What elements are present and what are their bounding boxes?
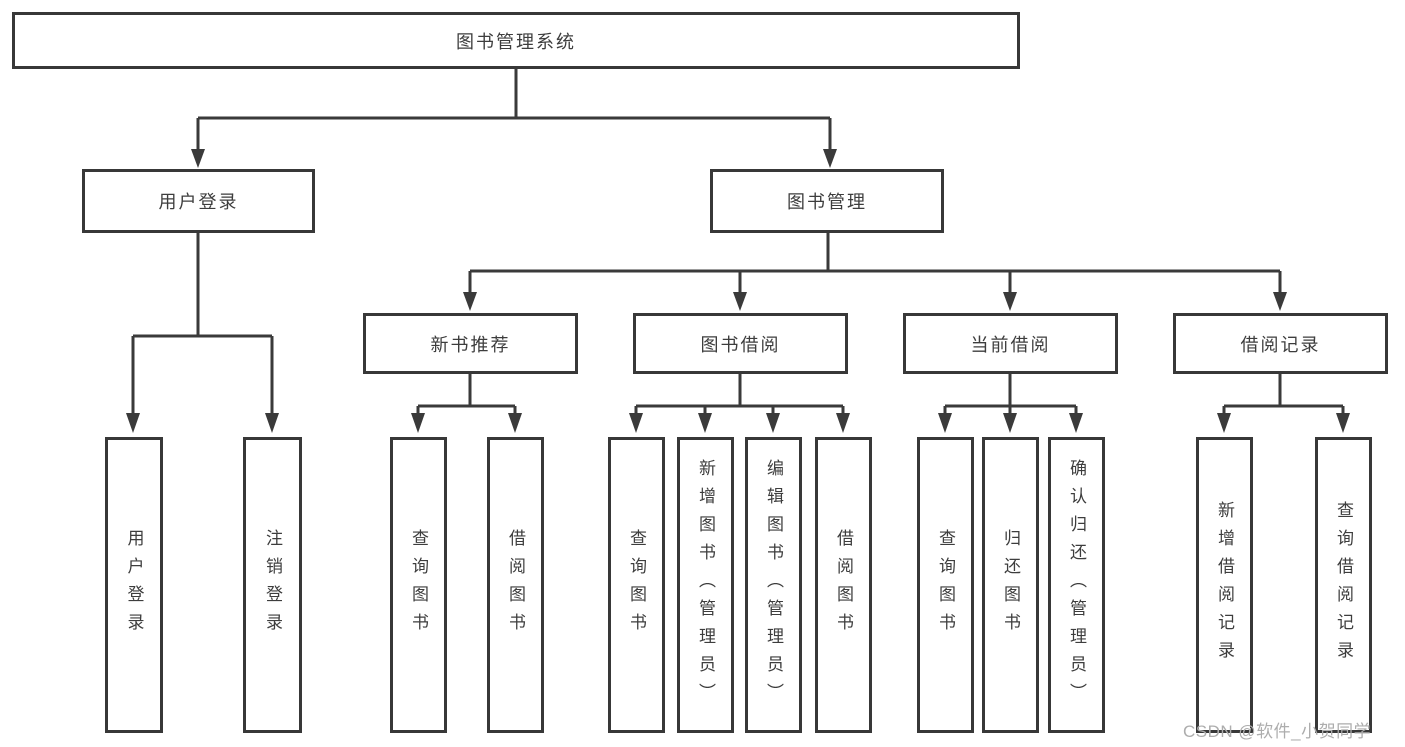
node-new-book-recommend: 新书推荐 (363, 313, 578, 374)
leaf-add-borrow-record: 新增借阅记录 (1196, 437, 1253, 733)
edge-book-borrow-to-leaves (629, 374, 850, 433)
node-label: 确认归还（管理员） (1067, 459, 1086, 711)
leaf-user-login: 用户登录 (105, 437, 163, 733)
leaf-query-books-recommend: 查询图书 (390, 437, 447, 733)
node-book-management: 图书管理 (710, 169, 944, 233)
leaf-add-book-admin: 新增图书（管理员） (677, 437, 734, 733)
edge-user-login-to-leaves (126, 233, 279, 433)
node-label: 查询借阅记录 (1334, 501, 1353, 669)
edge-new-book-recommend-to-leaves (411, 374, 522, 433)
node-label: 归还图书 (1001, 529, 1020, 641)
node-label: 编辑图书（管理员） (764, 459, 783, 711)
node-current-borrow: 当前借阅 (903, 313, 1118, 374)
node-label: 查询图书 (409, 529, 428, 641)
node-book-borrow: 图书借阅 (633, 313, 848, 374)
node-label: 查询图书 (936, 529, 955, 641)
leaf-edit-book-admin: 编辑图书（管理员） (745, 437, 802, 733)
node-label: 图书管理 (787, 192, 867, 212)
edge-root-to-level2 (191, 69, 837, 168)
node-label: 图书借阅 (700, 334, 781, 355)
node-label: 查询图书 (627, 529, 646, 641)
node-label: 注销登录 (263, 529, 282, 641)
edge-book-management-to-level3 (463, 233, 1287, 311)
node-label: 借阅记录 (1240, 334, 1321, 355)
leaf-borrow-books-recommend: 借阅图书 (487, 437, 544, 733)
node-label: 新增图书（管理员） (696, 459, 715, 711)
leaf-borrow-books: 借阅图书 (815, 437, 872, 733)
node-label: 当前借阅 (970, 334, 1051, 355)
node-library-management-system: 图书管理系统 (12, 12, 1020, 69)
node-user-login: 用户登录 (82, 169, 315, 233)
leaf-logout: 注销登录 (243, 437, 302, 733)
edge-current-borrow-to-leaves (938, 374, 1083, 433)
node-label: 借阅图书 (506, 529, 525, 641)
node-label: 新书推荐 (430, 334, 511, 355)
node-label: 用户登录 (158, 192, 239, 212)
node-label: 用户登录 (124, 529, 144, 641)
leaf-return-book: 归还图书 (982, 437, 1039, 733)
csdn-watermark: CSDN @软件_小贺同学 (1183, 722, 1372, 741)
leaf-query-books-current: 查询图书 (917, 437, 974, 733)
node-label: 新增借阅记录 (1215, 501, 1234, 669)
leaf-query-books-borrow: 查询图书 (608, 437, 665, 733)
edge-borrow-records-to-leaves (1217, 374, 1350, 433)
node-label: 图书管理系统 (456, 31, 576, 52)
node-borrow-records: 借阅记录 (1173, 313, 1388, 374)
node-label: 借阅图书 (834, 529, 853, 641)
leaf-confirm-return-admin: 确认归还（管理员） (1048, 437, 1105, 733)
leaf-query-borrow-record: 查询借阅记录 (1315, 437, 1372, 733)
